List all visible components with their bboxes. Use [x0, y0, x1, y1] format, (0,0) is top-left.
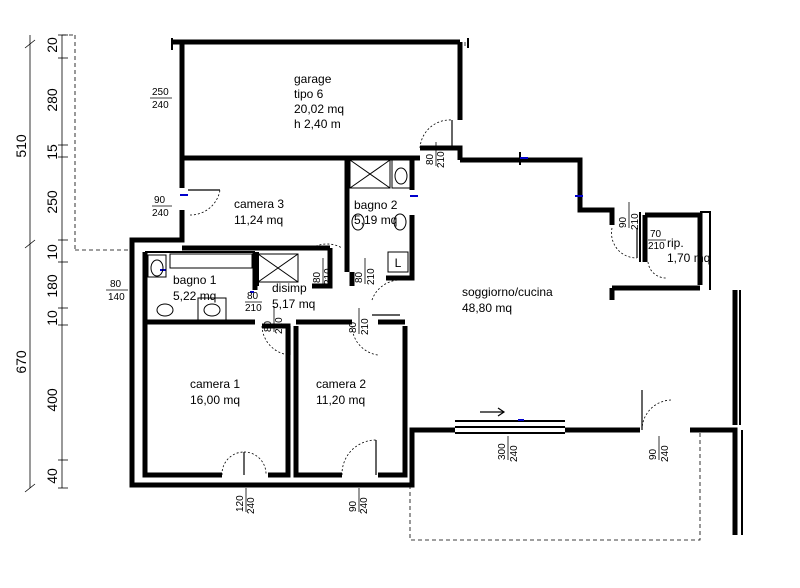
opening-rip-door: 70 210 [648, 229, 666, 252]
camera3-window-width: 90 [154, 195, 166, 206]
disimp-door-height: 210 [360, 318, 371, 335]
dim-inner-10a: 10 [44, 244, 60, 260]
living-door-width: 90 [648, 448, 659, 460]
camera2-name: camera 2 [316, 377, 366, 391]
disimp-area: 5,17 mq [272, 297, 315, 311]
rip-area: 1,70 mq [667, 251, 710, 265]
camera1-door-height: 210 [274, 317, 285, 334]
opening-garage-window: 250 240 [150, 87, 172, 111]
bagno1-window-height: 140 [108, 292, 125, 303]
room-garage: garage tipo 6 20,02 mq h 2,40 m [294, 72, 344, 131]
dim-inner-15: 15 [44, 144, 60, 160]
living-window-width: 300 [497, 443, 508, 460]
camera2-area: 11,20 mq [316, 393, 365, 407]
opening-bagno2-door: 80 210 [354, 258, 377, 285]
disimp-door-width: 80 [348, 321, 359, 333]
bagno2-door-width: 80 [354, 271, 365, 283]
entrance-arrow [480, 407, 506, 417]
bagno1-door-height: 210 [245, 303, 262, 314]
garage-door-width: 80 [425, 153, 436, 165]
terrace-outline [409, 430, 701, 541]
bagno2-door-height: 210 [366, 268, 377, 285]
dim-outer-670: 670 [13, 350, 29, 374]
opening-entrance-door: 90 210 [618, 202, 641, 230]
dim-inner-40: 40 [44, 468, 60, 484]
soggiorno-area: 48,80 mq [462, 301, 512, 315]
camera3-name: camera 3 [234, 197, 284, 211]
entrance-door-width: 90 [618, 216, 629, 228]
opening-camera1-window: 120 240 [235, 488, 257, 514]
opening-camera2-window: 90 240 [348, 488, 370, 514]
bagno1-area: 5,22 mq [173, 289, 216, 303]
camera1-window-height: 240 [246, 497, 257, 514]
camera3-area: 11,24 mq [234, 213, 283, 227]
garage-window-width: 250 [152, 87, 169, 98]
room-camera3: camera 3 11,24 mq [234, 197, 284, 227]
opening-garage-door: 80 210 [425, 142, 447, 168]
opening-disimp-door: 80 210 [348, 308, 371, 335]
bagno1-window-width: 80 [110, 279, 122, 290]
opening-living-window: 300 240 [497, 436, 520, 462]
camera1-name: camera 1 [190, 377, 240, 391]
dimension-chain-left [24, 34, 130, 493]
camera1-area: 16,00 mq [190, 393, 240, 407]
opening-living-door: 90 240 [648, 436, 671, 462]
rip-name: rip. [667, 236, 684, 250]
walls [129, 38, 743, 535]
fixtures: L [147, 159, 411, 321]
laundry-mark: L [395, 256, 402, 270]
opening-camera3-door: 80 210 [312, 258, 334, 285]
dim-outer-510: 510 [13, 134, 29, 158]
bagno2-name: bagno 2 [354, 198, 398, 212]
room-camera2: camera 2 11,20 mq [316, 377, 366, 407]
room-camera1: camera 1 16,00 mq [190, 377, 240, 407]
bagno2-area: 5,19 mq [354, 213, 397, 227]
room-bagno2: bagno 2 5,19 mq [354, 198, 398, 227]
camera3-door-height: 210 [323, 268, 334, 285]
dim-inner-400: 400 [44, 388, 60, 412]
rip-door-width: 70 [650, 229, 662, 240]
living-window-height: 240 [509, 445, 520, 462]
room-rip: rip. 1,70 mq [667, 236, 710, 265]
opening-camera3-window: 90 240 [152, 195, 172, 219]
dim-inner-280: 280 [44, 88, 60, 112]
camera3-window-height: 240 [152, 208, 169, 219]
camera3-door-width: 80 [312, 271, 323, 283]
camera2-window-height: 240 [359, 497, 370, 514]
bagno1-name: bagno 1 [173, 273, 217, 287]
disimp-name: disimp [272, 281, 307, 295]
room-soggiorno: soggiorno/cucina 48,80 mq [462, 285, 553, 315]
garage-area: 20,02 mq [294, 102, 344, 116]
bagno1-door-width: 80 [247, 291, 259, 302]
soggiorno-name: soggiorno/cucina [462, 285, 553, 299]
living-door-height: 240 [660, 445, 671, 462]
garage-height: h 2,40 m [294, 117, 341, 131]
dim-inner-10b: 10 [44, 310, 60, 326]
window-marks [160, 157, 583, 421]
camera1-door-width: 80 [263, 320, 274, 332]
opening-bagno1-window: 80 140 [106, 279, 128, 303]
room-disimp: disimp 5,17 mq [272, 281, 315, 311]
dim-inner-250: 250 [44, 190, 60, 214]
garage-window-height: 240 [152, 100, 169, 111]
entrance-door-height: 210 [630, 213, 641, 230]
garage-name: garage [294, 72, 332, 86]
opening-camera1-door: 80 210 [263, 306, 285, 334]
doors [188, 119, 673, 476]
dim-inner-180: 180 [44, 274, 60, 298]
dim-inner-20: 20 [44, 37, 60, 53]
garage-door-height: 210 [436, 151, 447, 168]
rip-door-height: 210 [648, 241, 665, 252]
garage-type: tipo 6 [294, 87, 324, 101]
room-bagno1: bagno 1 5,22 mq [173, 273, 217, 303]
camera1-window-width: 120 [235, 495, 246, 512]
camera2-window-width: 90 [348, 500, 359, 512]
opening-bagno1-door: 80 210 [245, 291, 262, 314]
